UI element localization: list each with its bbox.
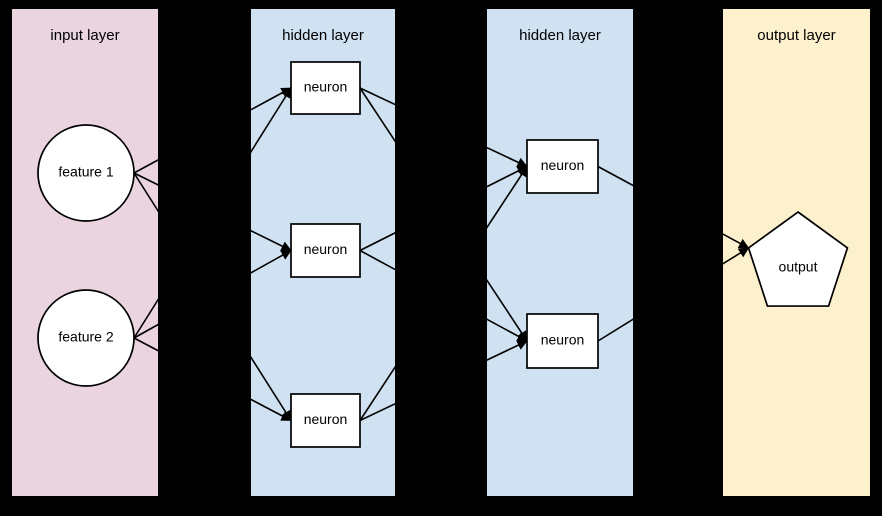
connection-feature-1-to-hidden-1-neuron-3[interactable] — [133, 172, 292, 422]
connection-hidden-2-neuron-1-to-output-node[interactable] — [597, 165, 750, 249]
node-label-hidden-1-neuron-2: neuron — [304, 241, 348, 257]
layer-title-hidden-2: hidden layer — [519, 27, 601, 44]
connection-edges — [133, 87, 750, 422]
connection-hidden-1-neuron-3-to-hidden-2-neuron-1[interactable] — [359, 165, 528, 421]
node-label-output-node: output — [779, 259, 818, 275]
network-nodes: feature 1 feature 2 neuron neuron neuron neur… — [37, 61, 849, 448]
node-label-hidden-1-neuron-3: neuron — [304, 411, 348, 427]
connection-hidden-1-neuron-2-to-hidden-2-neuron-1[interactable] — [359, 165, 528, 252]
connection-feature-1-to-hidden-1-neuron-2[interactable] — [133, 172, 292, 252]
node-label-hidden-2-neuron-1: neuron — [541, 157, 585, 173]
connection-feature-2-to-hidden-1-neuron-2[interactable] — [133, 249, 292, 339]
connection-hidden-2-neuron-2-to-output-node[interactable] — [597, 247, 750, 342]
node-label-feature-2: feature 2 — [58, 329, 113, 345]
node-feature-2[interactable]: feature 2 — [37, 289, 135, 387]
node-output-node[interactable]: output — [747, 210, 849, 307]
node-feature-1[interactable]: feature 1 — [37, 124, 135, 222]
node-hidden-2-neuron-1[interactable]: neuron — [526, 139, 599, 194]
connection-hidden-1-neuron-2-to-hidden-2-neuron-2[interactable] — [359, 249, 528, 342]
layer-title-hidden-1: hidden layer — [282, 27, 364, 44]
node-hidden-1-neuron-2[interactable]: neuron — [290, 223, 361, 278]
layer-panel-input[interactable]: input layer — [12, 9, 158, 496]
node-label-hidden-1-neuron-1: neuron — [304, 79, 348, 95]
connection-feature-2-to-hidden-1-neuron-3[interactable] — [133, 337, 292, 422]
connection-feature-2-to-hidden-1-neuron-1[interactable] — [133, 87, 292, 339]
node-hidden-2-neuron-2[interactable]: neuron — [526, 313, 599, 369]
layer-title-input: input layer — [50, 27, 120, 44]
connection-hidden-1-neuron-1-to-hidden-2-neuron-2[interactable] — [359, 87, 528, 342]
node-hidden-1-neuron-1[interactable]: neuron — [290, 61, 361, 115]
node-label-feature-1: feature 1 — [58, 164, 113, 180]
node-label-hidden-2-neuron-2: neuron — [541, 332, 585, 348]
layer-title-output: output layer — [757, 27, 836, 44]
connection-hidden-1-neuron-3-to-hidden-2-neuron-2[interactable] — [359, 340, 528, 422]
connection-feature-1-to-hidden-1-neuron-1[interactable] — [133, 87, 292, 174]
node-hidden-1-neuron-3[interactable]: neuron — [290, 393, 361, 448]
layer-panel-hidden-2[interactable]: hidden layer — [487, 9, 633, 496]
